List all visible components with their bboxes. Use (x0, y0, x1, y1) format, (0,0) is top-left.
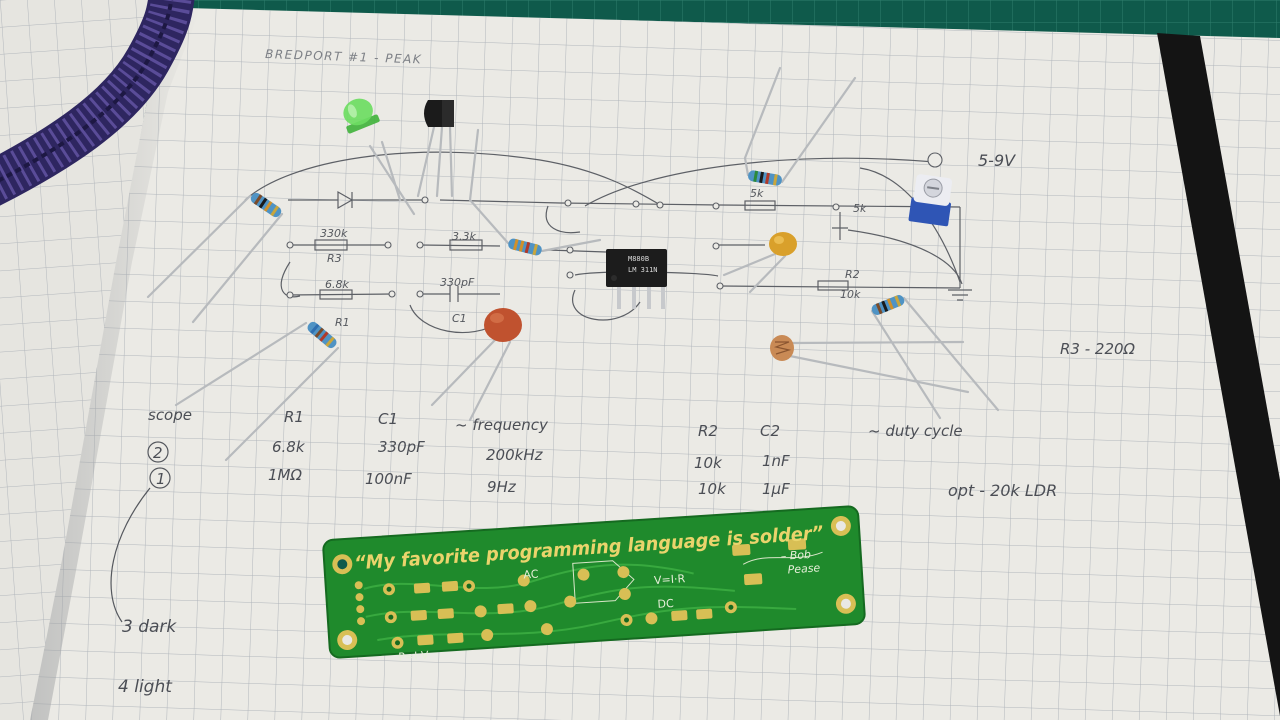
r2-value-label: 10k (840, 288, 861, 301)
pcb-header-hole (356, 605, 365, 614)
pcb-dc-label: DC (657, 597, 674, 611)
table-cell: 1 (156, 470, 166, 488)
r3-value-label: 330k (320, 227, 348, 240)
ldr-option-note: opt - 20k LDR (948, 481, 1057, 500)
r2-name-label: R2 (845, 268, 860, 281)
ic-marking: M880B (628, 255, 649, 263)
supply-voltage-note: 5-9V (978, 151, 1016, 170)
scope-circle (149, 467, 171, 489)
ceramic-capacitor (484, 308, 522, 342)
c1-value-label: 330pF (440, 276, 475, 289)
resistor (871, 295, 905, 315)
table-cell: 1MΩ (268, 466, 302, 484)
resistor (508, 238, 542, 256)
table-cell: 200kHz (486, 446, 544, 464)
pcb-header-hole (354, 581, 363, 590)
pot-value-label: 5k (853, 202, 867, 215)
table-cell: 10k (694, 454, 723, 472)
bookmark-cord (0, 0, 195, 206)
tantalum-capacitor (769, 232, 797, 256)
pcb-badge: “My favorite programming language is sol… (322, 505, 866, 664)
table-cell: 9Hz (487, 478, 517, 496)
values-table: scope R1 C1 ~ frequency R2 C2 ~ duty cyc… (110, 406, 963, 623)
scope-arrow-line (110, 487, 151, 623)
green-led (343, 98, 380, 134)
page-heading: BREDPORT #1 - PEAK (265, 47, 423, 66)
pcb-power-law: P=I·V (398, 649, 429, 664)
r3-name-label: R3 (327, 252, 342, 265)
photoresistor (770, 335, 794, 361)
table-header: C1 (378, 410, 398, 428)
trim-potentiometer (908, 174, 953, 227)
table-header: scope (148, 406, 192, 424)
r1-name-label: R1 (335, 316, 350, 329)
pcb-ohms-law: V=I·R (654, 572, 686, 587)
top-resistor-value-label: 5k (750, 187, 764, 200)
resistor (307, 321, 337, 349)
pcb-ac-label: AC (523, 568, 539, 582)
table-header: R1 (284, 408, 304, 426)
c1-name-label: C1 (452, 312, 467, 325)
table-cell: 1µF (762, 480, 790, 498)
table-cell: 2 (153, 444, 163, 462)
resistor-3k3-label: 3.3k (452, 230, 476, 243)
dark-note: 3 dark (122, 617, 177, 637)
pcb-header-hole (357, 617, 366, 626)
ic-chip: M880B LM 311N (606, 249, 667, 309)
pcb-pad-row (391, 601, 737, 649)
table-header: ~ duty cycle (868, 422, 963, 440)
table-cell: 6.8k (272, 438, 306, 456)
pcb-attribution: – Bob (780, 548, 811, 563)
r1-value-label: 6.8k (325, 278, 349, 291)
table-cell: 10k (698, 480, 727, 498)
pcb-header-hole (355, 593, 364, 602)
r3-note: R3 - 220Ω (1060, 340, 1136, 358)
table-cell: 330pF (378, 438, 425, 456)
table-cell: 1nF (762, 452, 790, 470)
scope-circle (147, 441, 169, 463)
elastic-band (1157, 33, 1280, 716)
component-leads (146, 66, 1000, 462)
transistor (424, 100, 454, 127)
pcb-attribution: Pease (787, 561, 821, 576)
table-header: C2 (760, 422, 780, 440)
table-header: ~ frequency (455, 416, 549, 434)
light-note: 4 light (118, 677, 173, 697)
pcb-pad-row (383, 538, 807, 596)
schematic-labels: 330k R3 3.3k 6.8k 330pF C1 R1 5k 5k R2 1… (320, 187, 867, 329)
resistor (748, 170, 782, 186)
ic-marking: LM 311N (628, 266, 658, 274)
resistor (250, 192, 282, 218)
table-cell: 100nF (365, 470, 412, 488)
table-header: R2 (698, 422, 718, 440)
